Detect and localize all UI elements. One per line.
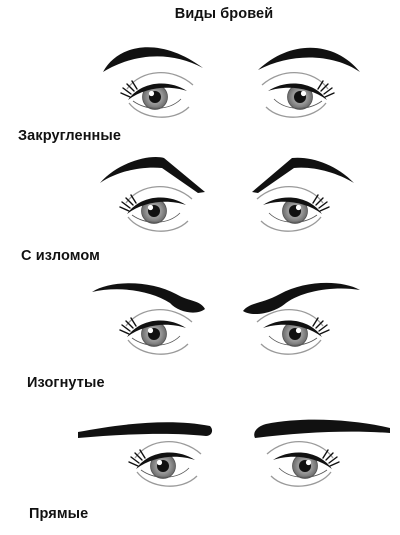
page-title: Виды бровей	[174, 6, 274, 22]
eyebrow-right-straight	[254, 419, 390, 438]
eye-right	[262, 73, 334, 118]
eyebrow-left-rounded	[103, 47, 203, 72]
eyebrow-left-s-curved	[92, 283, 205, 313]
eye-left	[119, 185, 193, 232]
eyebrow-type-label-angled: С изломом	[21, 248, 100, 264]
eyebrow-left-straight	[78, 422, 213, 438]
eyebrow-type-label-s-curved: Изогнутые	[27, 375, 105, 391]
row-rounded	[103, 47, 360, 118]
row-s-curved	[92, 282, 360, 355]
eyebrow-right-s-curved	[243, 282, 360, 315]
eye-left	[128, 440, 202, 487]
eye-left	[120, 71, 194, 118]
eye-left	[119, 308, 193, 355]
eye-right	[257, 187, 329, 232]
eyebrow-type-label-rounded: Закругленные	[18, 128, 122, 144]
eyebrow-right-rounded	[258, 47, 360, 72]
eyebrow-type-label-straight: Прямые	[29, 506, 89, 522]
row-straight	[78, 419, 390, 487]
row-angled	[100, 157, 354, 232]
eyebrow-left-angled	[100, 157, 205, 193]
eye-right	[267, 442, 339, 487]
eyebrow-right-angled	[252, 157, 354, 193]
eye-right	[257, 310, 329, 355]
